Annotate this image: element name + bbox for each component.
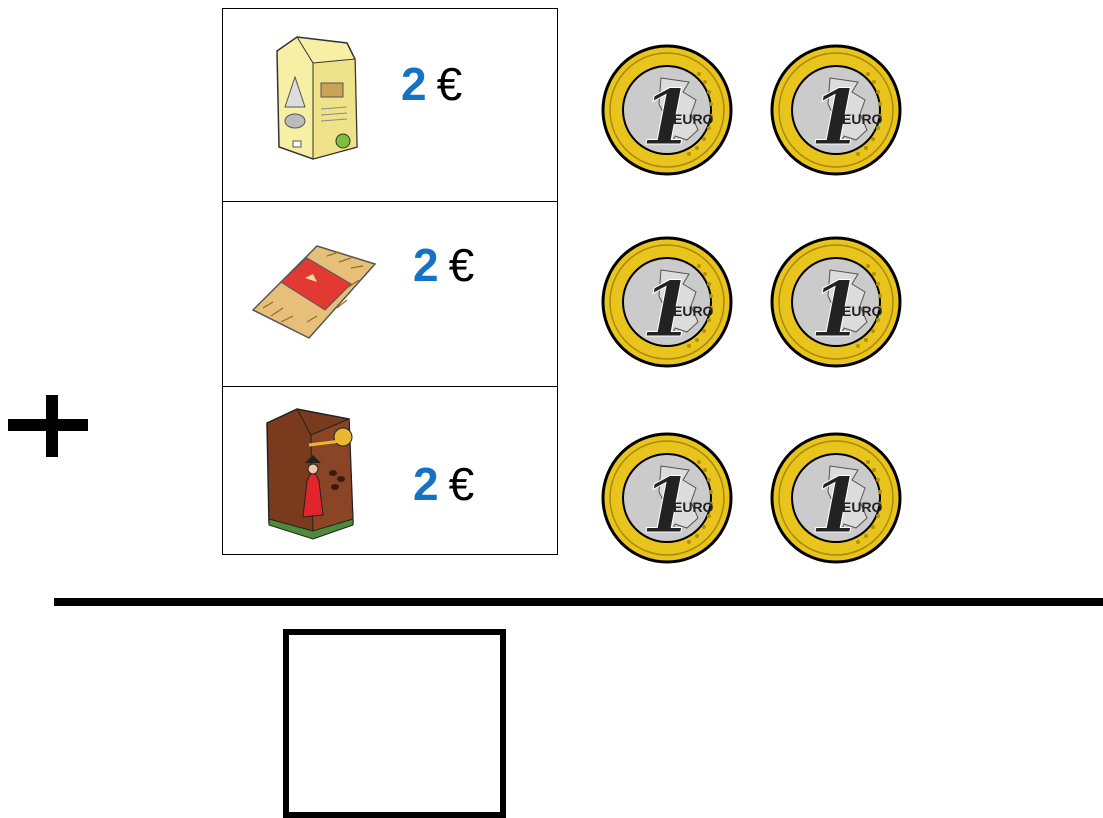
one-euro-coin-icon: 1 EURO xyxy=(601,432,733,564)
svg-text:EURO: EURO xyxy=(842,303,883,319)
one-euro-coin-icon: 1 EURO xyxy=(770,44,902,176)
price-label: 2€ xyxy=(401,61,462,107)
one-euro-coin-icon: 1 EURO xyxy=(770,236,902,368)
price-row: 2€ xyxy=(223,202,557,387)
euro-sign: € xyxy=(449,239,475,291)
price-row: 2€ xyxy=(223,9,557,202)
plus-sign xyxy=(8,395,88,457)
price-table: 2€ 2€ xyxy=(222,8,558,555)
price-amount: 2 xyxy=(413,458,439,510)
svg-text:EURO: EURO xyxy=(842,499,883,515)
price-label: 2€ xyxy=(413,242,474,288)
euro-sign: € xyxy=(437,58,463,110)
sugar-package-icon xyxy=(267,29,365,161)
price-label: 2€ xyxy=(413,461,474,507)
one-euro-coin-icon: 1 EURO xyxy=(601,44,733,176)
euro-sign: € xyxy=(449,458,475,510)
price-amount: 2 xyxy=(413,239,439,291)
price-row: 2€ xyxy=(223,387,557,554)
svg-text:EURO: EURO xyxy=(673,499,714,515)
price-amount: 2 xyxy=(401,58,427,110)
one-euro-coin-icon: 1 EURO xyxy=(770,432,902,564)
one-euro-coin-icon: 1 EURO xyxy=(601,236,733,368)
svg-text:EURO: EURO xyxy=(673,303,714,319)
answer-box[interactable] xyxy=(283,629,506,818)
svg-text:EURO: EURO xyxy=(673,111,714,127)
coffee-package-icon xyxy=(261,401,371,545)
svg-text:EURO: EURO xyxy=(842,111,883,127)
pasta-bag-icon xyxy=(247,238,381,342)
sum-line xyxy=(54,598,1103,606)
